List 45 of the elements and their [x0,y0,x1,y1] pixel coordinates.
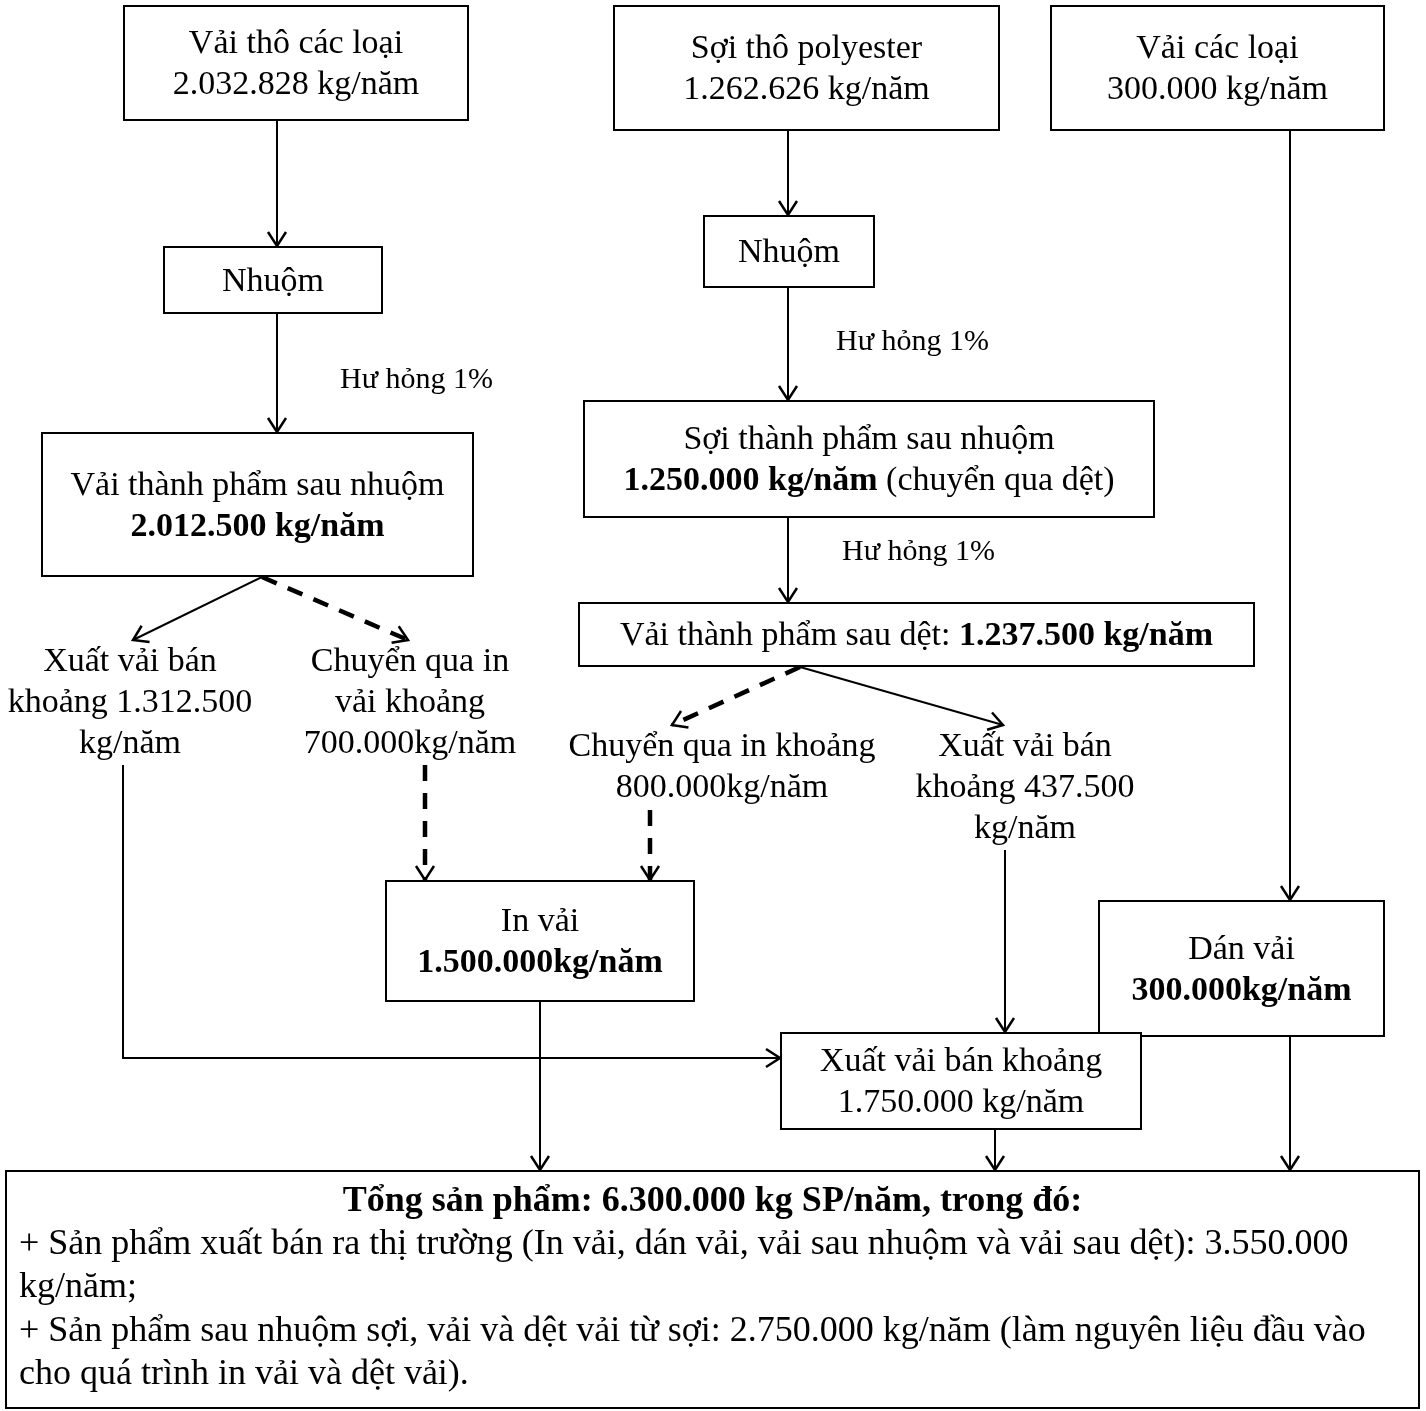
flow-label: Xuất vải bán khoảng 437.500 kg/năm [914,725,1136,847]
process-box [385,880,695,1002]
dashed-arrow [414,765,436,882]
box-text: Sợi thô polyester 1.262.626 kg/năm [682,27,931,108]
process-box [703,215,875,288]
box-text: Nhuộm [222,259,324,300]
summary-line: + Sản phẩm sau nhuộm sợi, vải và dệt vải từ sợi: 2.750.000 kg/năm (làm nguyên liệu đầu vào cho quá trình in vải và dệt vải). [19,1307,1367,1394]
box-text: Vải các loại 300.000 kg/năm [1106,27,1329,108]
box-text: Dán vải 300.000kg/năm [1130,927,1353,1009]
process-box [780,1032,1142,1130]
process-box [41,432,474,577]
box-text: Vải thô các loại 2.032.828 kg/năm [171,22,421,103]
process-box [613,5,1000,131]
box-text: Xuất vải bán khoảng 1.750.000 kg/năm [818,1040,1104,1121]
flow-label: Xuất vải bán khoảng 1.312.500 kg/năm [6,640,254,762]
process-box [1050,5,1385,131]
box-text: Sợi thành phẩm sau nhuộm 1.250.000 kg/năm (chuyển qua dệt) [622,418,1116,499]
process-box [123,5,469,121]
box-text: Vải thành phẩm sau dệt: 1.237.500 kg/năm [619,614,1214,655]
arrow [777,517,799,604]
summary-box [5,1170,1420,1409]
dashed-arrow [639,810,661,882]
process-box [583,400,1155,518]
flow-label: Chuyển qua in khoảng 800.000kg/năm [567,725,877,806]
box-text: In vải 1.500.000kg/năm [416,900,664,981]
arrow [266,313,288,434]
arrow [777,287,799,402]
arrow [984,1129,1006,1172]
arrow [799,666,1005,732]
summary-line: + Sản phẩm xuất bán ra thị trường (In vải, dán vải, vải sau nhuộm và vải sau dệt): 3.550.000 kg/năm; [19,1221,1350,1308]
arrow [122,764,782,1069]
process-box [578,602,1255,667]
process-box [1098,900,1385,1037]
summary-heading: Tổng sản phẩm: 6.300.000 kg SP/năm, trong đó: [341,1178,1084,1221]
arrow [266,120,288,248]
arrow [1279,130,1301,902]
arrow [529,1001,551,1172]
flow-label: Chuyển qua in vải khoảng 700.000kg/năm [302,640,518,762]
arrow [777,130,799,217]
arrow [994,849,1016,1034]
process-box [163,246,383,314]
box-text: Vải thành phẩm sau nhuộm 2.012.500 kg/năm [69,463,446,545]
arrow [131,576,263,644]
box-text: Nhuộm [738,231,840,272]
arrow [1279,1036,1301,1172]
